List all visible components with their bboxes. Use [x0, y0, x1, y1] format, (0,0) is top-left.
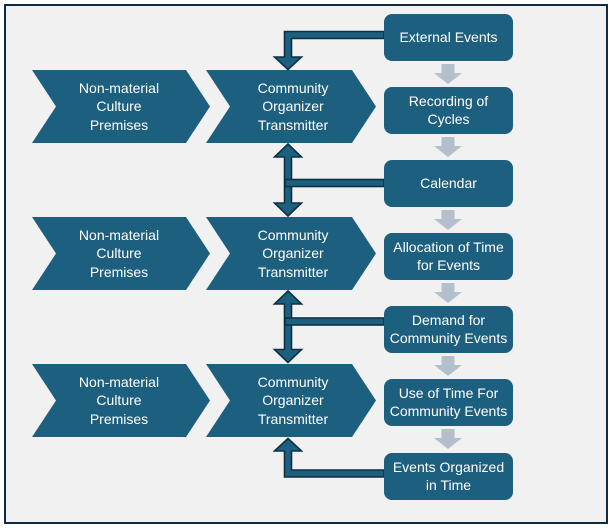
premise-chevron-shape-3	[32, 364, 210, 437]
premise-chevron-shape-2	[32, 217, 210, 290]
transmitter-chevron-shape-1	[206, 70, 376, 143]
premise-chevron-shape-1	[32, 70, 210, 143]
down-arrow-icon-6	[434, 429, 462, 449]
process-box-external-events: External Events	[384, 14, 513, 61]
connector-calendar-branch	[284, 178, 385, 188]
connector-external-events-to-transmitter1	[272, 30, 385, 71]
connector-demand-branch	[284, 317, 385, 326]
down-arrow-icon-5	[434, 356, 462, 376]
process-box-use-of-time: Use of Time For Community Events	[384, 379, 513, 426]
down-arrow-icon-2	[434, 137, 462, 157]
process-box-events-organized: Events Organized in Time	[384, 453, 513, 500]
connector-events-organized-to-transmitter3	[272, 437, 385, 478]
down-arrow-icon-1	[434, 64, 462, 84]
transmitter-chevron-shape-3	[206, 364, 376, 437]
process-box-recording-of-cycles: Recording of Cycles	[384, 87, 513, 134]
process-box-allocation-of-time: Allocation of Time for Events	[384, 233, 513, 280]
transmitter-chevron-shape-2	[206, 217, 376, 290]
down-arrow-icon-3	[434, 210, 462, 230]
double-arrow-transmitter2-transmitter3	[272, 289, 304, 364]
process-box-calendar: Calendar	[384, 160, 513, 207]
process-box-demand-for-events: Demand for Community Events	[384, 306, 513, 353]
down-arrow-icon-4	[434, 283, 462, 303]
